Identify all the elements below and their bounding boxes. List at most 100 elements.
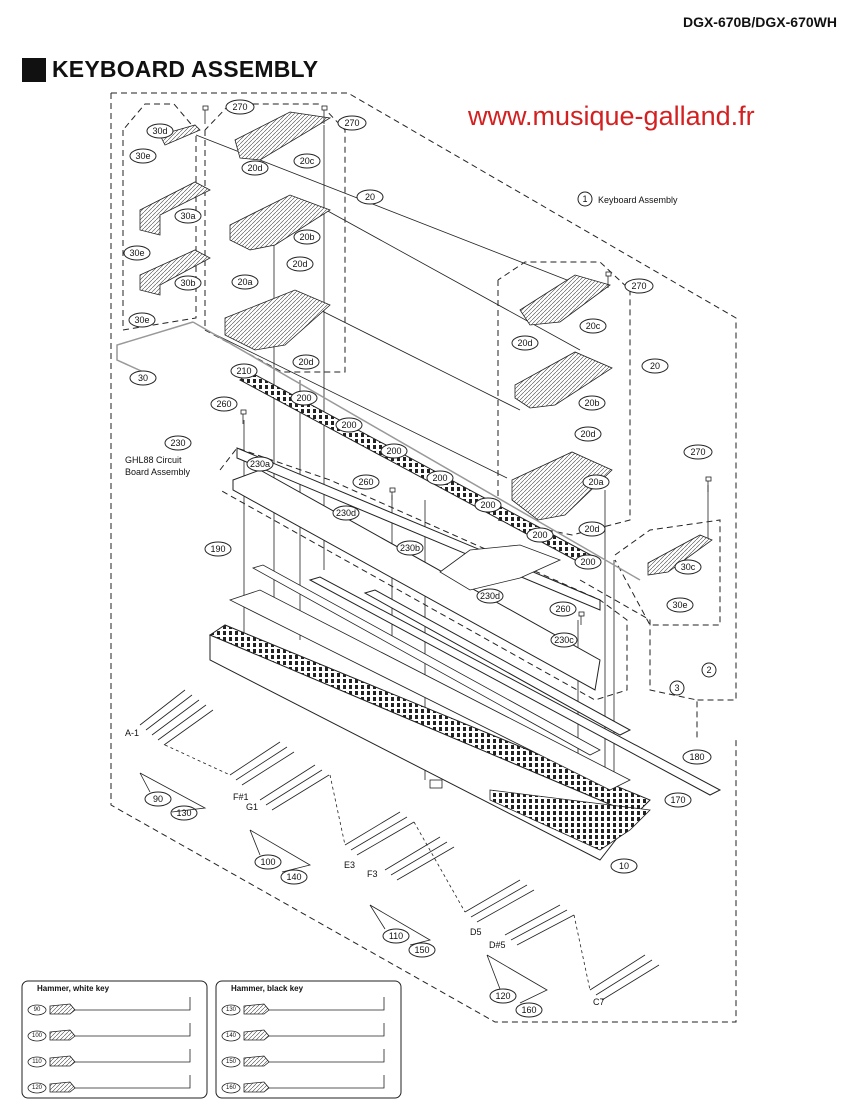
- callout-number: 230a: [250, 459, 270, 469]
- callout-number: 20: [650, 361, 660, 371]
- callout-number: 230d: [480, 591, 500, 601]
- callout-200-7: [574, 554, 602, 570]
- callout-number: 30b: [180, 278, 195, 288]
- callout-30: [129, 370, 157, 386]
- callout-20d-3: [292, 354, 320, 370]
- callout-number: 10: [619, 861, 629, 871]
- callout-number: 200: [341, 420, 356, 430]
- circuit-label-line2: Board Assembly: [125, 467, 191, 477]
- callout-270b: [337, 115, 367, 131]
- legend-white-item: 120: [32, 1085, 43, 1091]
- callout-number: 20c: [300, 156, 315, 166]
- leader-lines: [195, 125, 709, 790]
- callout-number: 260: [555, 604, 570, 614]
- callout-number: 270: [344, 118, 359, 128]
- legend-white-item: 90: [34, 1007, 41, 1013]
- callout-number: 120: [495, 991, 510, 1001]
- callout-20a-1: [231, 274, 259, 290]
- callout-number: 260: [216, 399, 231, 409]
- callout-number: 30: [138, 373, 148, 383]
- note-c7: C7: [593, 997, 605, 1007]
- callout-270a: [225, 99, 255, 115]
- callout-number: 200: [296, 393, 311, 403]
- legend-white-title: Hammer, white key: [37, 984, 110, 993]
- callout-number: 200: [480, 500, 495, 510]
- callout-number: 30e: [134, 315, 149, 325]
- callout-number: 200: [386, 446, 401, 456]
- callout-number: 230c: [554, 635, 574, 645]
- callout-30d: [146, 123, 174, 139]
- callout-number: 130: [176, 808, 191, 818]
- callout-number: 200: [432, 473, 447, 483]
- title-square-icon: [22, 57, 46, 82]
- callout-number: 3: [674, 683, 679, 693]
- callout-number: 110: [389, 931, 403, 941]
- callout-number: 20a: [237, 277, 252, 287]
- legend-white-keys: Hammer, white key 90 100 110 120: [21, 980, 208, 1099]
- callout-number: 140: [286, 872, 301, 882]
- callout-200-6: [526, 527, 554, 543]
- callout-190: [204, 541, 232, 557]
- callout-30e-1: [129, 148, 157, 164]
- callout-30e-4: [666, 597, 694, 613]
- callout-10: [610, 858, 638, 874]
- callout-number: 180: [689, 752, 704, 762]
- callout-20b-2: [578, 395, 606, 411]
- callout-number: 30c: [681, 562, 696, 572]
- note-d5: D5: [470, 927, 482, 937]
- model-number: DGX-670B/DGX-670WH: [682, 14, 837, 30]
- keyboard-assembly-label: Keyboard Assembly: [598, 195, 678, 205]
- callout-number: 2: [706, 665, 711, 675]
- callout-230b: [396, 540, 424, 556]
- callout-30a: [174, 208, 202, 224]
- callout-number: 20b: [584, 398, 599, 408]
- callout-30e-2: [123, 245, 151, 261]
- callout-200-5: [474, 497, 502, 513]
- callout-260-3: [549, 601, 577, 617]
- callout-number: 190: [210, 544, 225, 554]
- legend-black-item: 130: [226, 1007, 237, 1013]
- callout-number: 20d: [298, 357, 313, 367]
- callout-number: 200: [532, 530, 547, 540]
- callout-number: 230b: [400, 543, 420, 553]
- callout-20a-2: [582, 474, 610, 490]
- callout-3: [669, 680, 685, 696]
- callout-number: 170: [670, 795, 685, 805]
- callout-230c: [550, 632, 578, 648]
- callout-number: 230d: [336, 508, 356, 518]
- legend-black-item: 140: [226, 1033, 237, 1039]
- callout-230d-2: [476, 588, 504, 604]
- note-f-sharp-1: F#1: [233, 792, 249, 802]
- hammer-groups: [139, 689, 660, 1001]
- diagram-labels: Keyboard Assembly GHL88 Circuit Board As…: [125, 195, 678, 1007]
- callout-20d-2: [286, 256, 314, 272]
- callout-number: 20d: [517, 338, 532, 348]
- callout-170: [664, 792, 692, 808]
- rail-assembly: [208, 371, 722, 861]
- legend-white-item: 100: [32, 1033, 43, 1039]
- callout-1: [577, 191, 593, 207]
- callout-number: 100: [260, 857, 275, 867]
- callout-100: [254, 854, 282, 870]
- callout-20-2: [641, 358, 669, 374]
- callout-20b-1: [293, 229, 321, 245]
- callout-number: 20d: [292, 259, 307, 269]
- callout-20d-6: [578, 521, 606, 537]
- legend-black-title: Hammer, black key: [231, 984, 304, 993]
- callout-number: 30e: [672, 600, 687, 610]
- callout-30e-3: [128, 312, 156, 328]
- callout-210: [230, 363, 258, 379]
- legend-white-item: 110: [32, 1059, 42, 1065]
- callout-270c: [624, 278, 654, 294]
- callout-160: [515, 1002, 543, 1018]
- legend-black-item: 150: [226, 1059, 237, 1065]
- circuit-label-line1: GHL88 Circuit: [125, 455, 182, 465]
- callout-20c-1: [293, 153, 321, 169]
- callout-20-1: [356, 189, 384, 205]
- assembly-outline: [110, 92, 737, 1023]
- callout-30b: [174, 275, 202, 291]
- callout-20d-5: [574, 426, 602, 442]
- callout-number: 260: [358, 477, 373, 487]
- callout-230d-1: [332, 505, 360, 521]
- callout-140: [280, 869, 308, 885]
